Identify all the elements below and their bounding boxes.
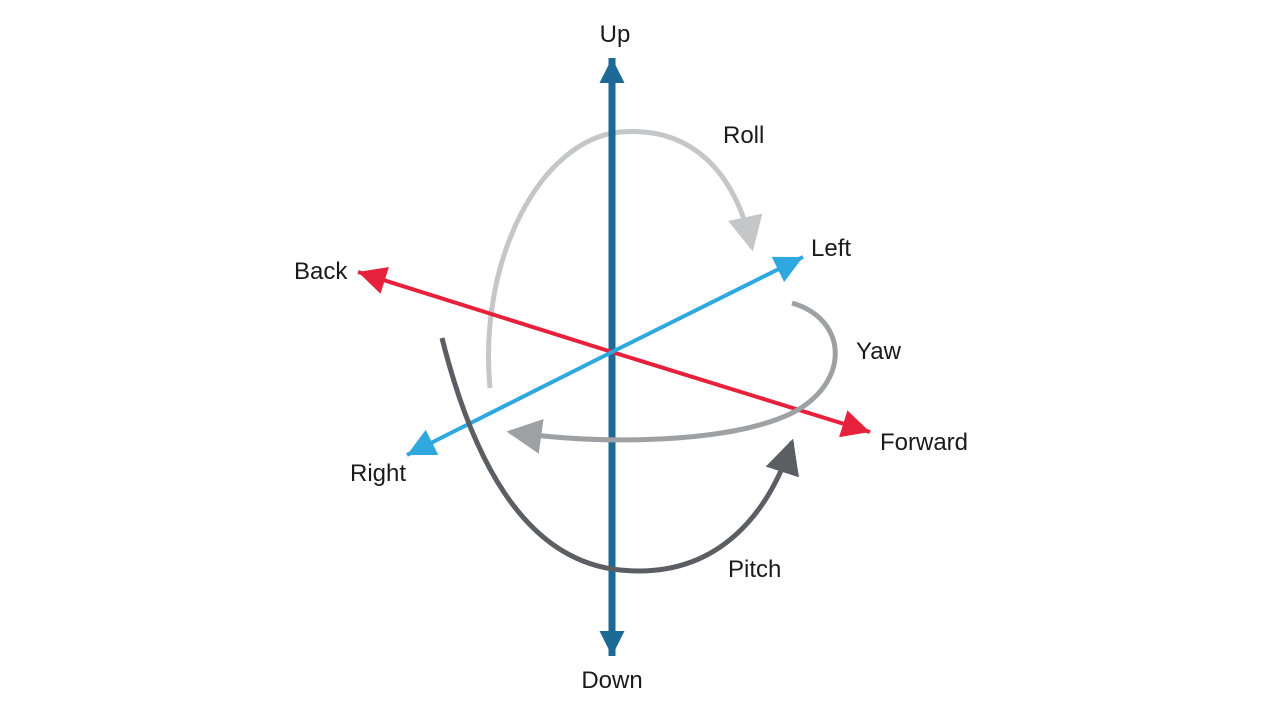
label-up: Up bbox=[600, 21, 631, 48]
yaw-arrow bbox=[506, 300, 838, 454]
label-yaw: Yaw bbox=[856, 338, 902, 365]
forward-axis-segment bbox=[611, 350, 871, 438]
label-pitch: Pitch bbox=[728, 556, 781, 583]
roll-arrow bbox=[486, 128, 763, 389]
label-down: Down bbox=[581, 667, 642, 694]
label-back: Back bbox=[294, 258, 348, 285]
left-axis-segment bbox=[611, 255, 804, 354]
label-forward: Forward bbox=[880, 429, 968, 456]
pitch-arrow bbox=[439, 337, 799, 574]
right-axis-segment bbox=[406, 350, 613, 457]
back-axis-segment bbox=[357, 267, 613, 354]
label-right: Right bbox=[350, 460, 406, 487]
label-left: Left bbox=[811, 235, 851, 262]
label-roll: Roll bbox=[723, 122, 764, 149]
